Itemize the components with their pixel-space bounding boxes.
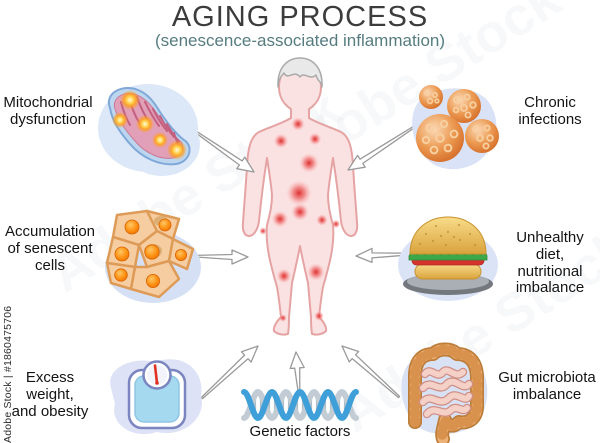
aging-man-inflammation-icon: [241, 57, 359, 336]
label-gut-microbiota: Gut microbiota imbalance: [498, 369, 596, 403]
senescent-cells-icon: [105, 209, 201, 303]
mitochondrion-icon: [98, 84, 200, 176]
label-senescent-cells: Accumulation of senescent cells: [4, 223, 96, 274]
label-chronic-infections: Chronic infections: [518, 94, 582, 128]
label-unhealthy-diet: Unhealthy diet, nutritional imbalance: [515, 229, 585, 297]
page-subtitle: (senescence-associated inflammation): [154, 31, 446, 50]
virus-icon: [412, 85, 499, 170]
label-mitochondrial-dysfunction: Mitochondrial dysfunction: [3, 94, 93, 128]
label-excess-weight: Excess weight, and obesity: [11, 369, 89, 420]
weight-scale-icon: [110, 359, 202, 435]
stock-watermark: Adobe Stock | #1860475706: [2, 305, 14, 443]
intestine-icon: [401, 342, 488, 443]
dna-icon: [241, 388, 359, 422]
page-title: AGING PROCESS: [171, 1, 429, 33]
label-genetic-factors: Genetic factors: [249, 423, 351, 440]
hamburger-icon: [398, 216, 498, 301]
inflammation-spots: [259, 117, 341, 322]
gray-hair: [277, 57, 323, 88]
